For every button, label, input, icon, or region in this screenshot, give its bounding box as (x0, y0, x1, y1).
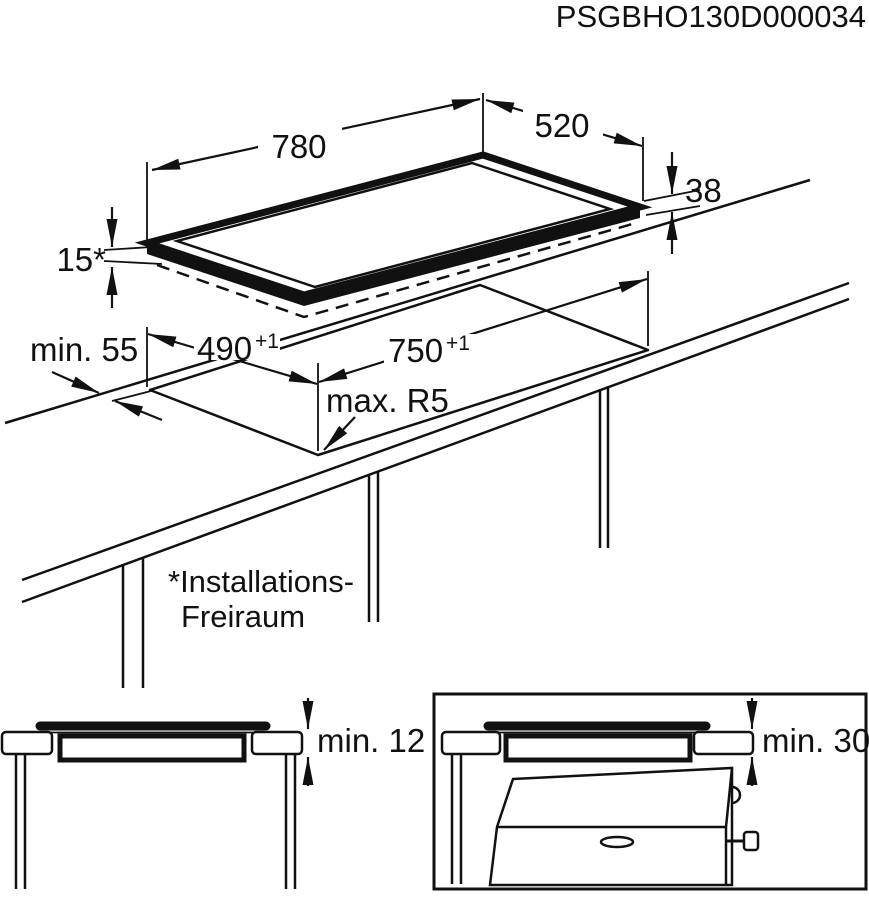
worktop-front-top-edge (21, 281, 850, 582)
rear-distance-label: min. 55 (30, 331, 138, 368)
clearance-label: 15* (56, 241, 106, 278)
cutout-depth-tolerance: +1 (255, 330, 279, 353)
oven (488, 766, 760, 887)
worktop-legs (121, 386, 610, 688)
counter-right-wing (250, 730, 304, 756)
hob-depth-label: 520 (534, 107, 589, 144)
cutout-depth-label: 490 (197, 330, 252, 367)
oven-knob (742, 830, 760, 852)
detail-worktop-thickness: min. 12 (0, 698, 425, 889)
dimension-rear-distance: min. 55 (30, 331, 163, 422)
note-line-1: *Installations- (168, 564, 354, 599)
oven-door-handle (599, 835, 635, 849)
counter-left-wing (440, 730, 502, 756)
counter-right-wing (692, 730, 755, 756)
hob-inner-edge (172, 161, 615, 289)
dimension-clearance: 15* (56, 207, 163, 308)
cutout-outline (148, 283, 650, 457)
detail-frame (432, 692, 868, 891)
cutout-width-label: 750 (388, 332, 443, 369)
dimension-corner-radius: max. R5 (323, 382, 449, 451)
worktop-thickness-label: min. 12 (317, 722, 425, 759)
hob-perspective-view (134, 151, 653, 319)
hob-height-label: 38 (685, 172, 722, 209)
table-legs (14, 754, 297, 889)
oven-side-bump (731, 785, 742, 805)
dimension-cutout-depth: 490 +1 (147, 330, 318, 386)
counter-left-wing (0, 730, 54, 756)
worktop-front-bottom-edge (21, 297, 850, 604)
dimension-cutout-width: 750 +1 (318, 277, 648, 384)
corner-radius-label: max. R5 (326, 382, 449, 419)
dimension-hob-width: 780 (146, 93, 484, 240)
hob-hidden-bottom-edge (156, 221, 637, 319)
dimension-hob-depth: 520 (485, 98, 644, 201)
document-number: PSGBHO130D000034 (556, 0, 866, 34)
cabinet-legs (450, 754, 463, 884)
dimension-hob-height: 38 (643, 152, 722, 254)
detail-oven-clearance: min. 30 (432, 692, 869, 891)
oven-clearance-label: min. 30 (762, 722, 869, 759)
hob-width-label: 780 (271, 128, 326, 165)
hob-body-box (57, 733, 247, 763)
cutout-extension-lines (111, 271, 649, 451)
installation-clearance-note: *Installations- Freiraum (168, 564, 354, 634)
note-line-2: Freiraum (181, 599, 305, 634)
hob-body-box (503, 733, 693, 763)
cutout-width-tolerance: +1 (446, 332, 470, 355)
